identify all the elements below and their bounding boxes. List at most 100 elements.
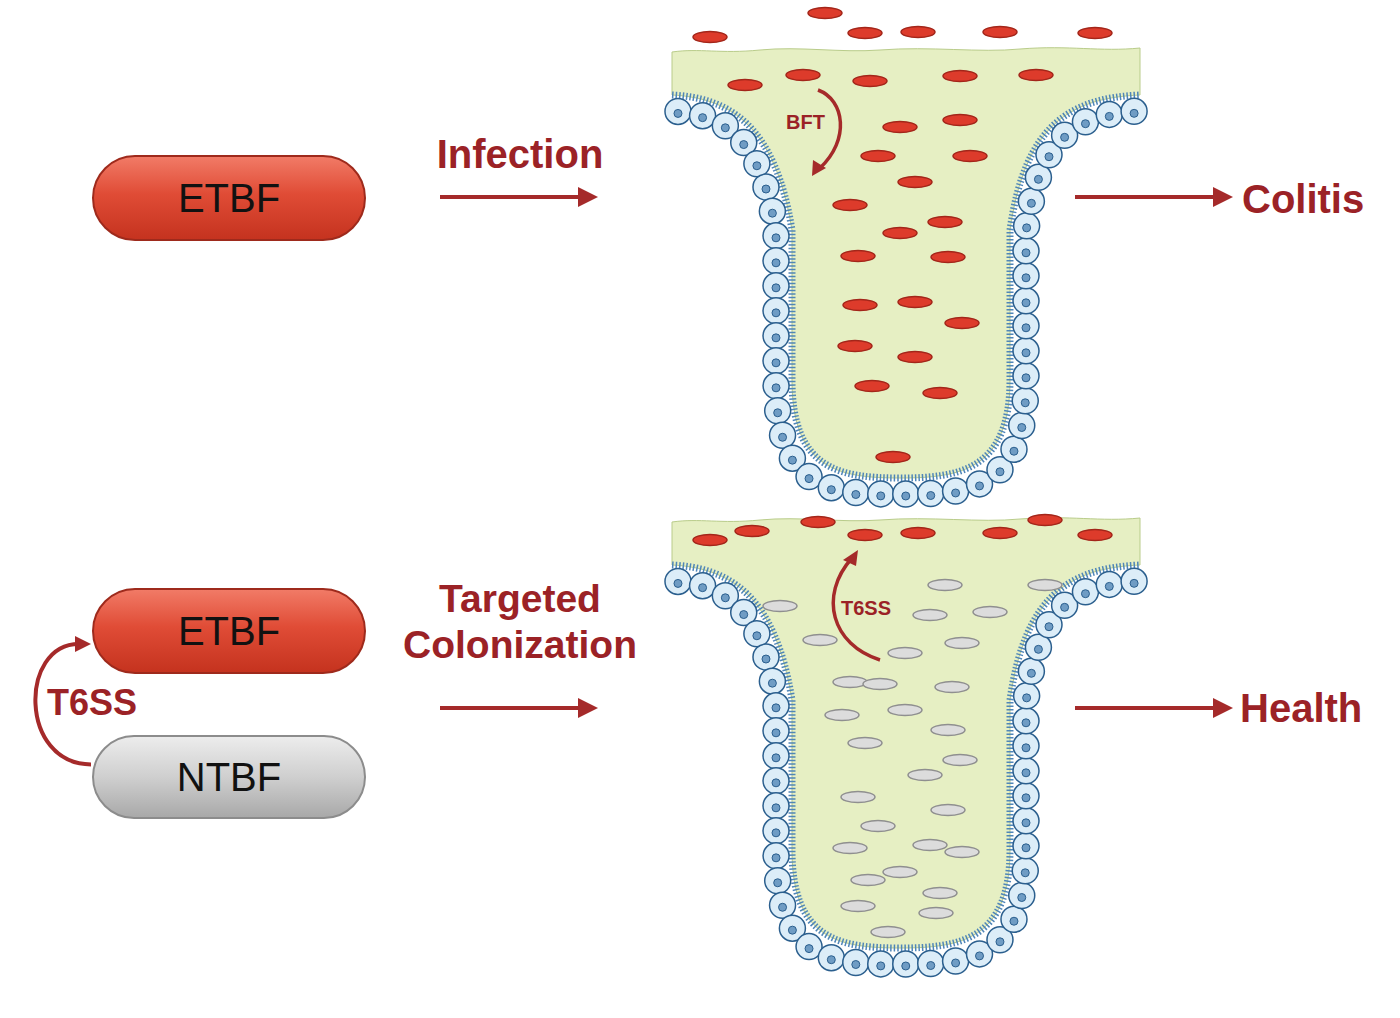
cell <box>759 668 785 694</box>
nucleus <box>1021 399 1029 407</box>
cell <box>943 478 969 504</box>
crypt-bottom <box>665 518 1147 977</box>
cell-path <box>672 581 1140 964</box>
cell <box>763 248 789 274</box>
cell <box>763 693 789 719</box>
nucleus <box>1022 719 1030 727</box>
cell <box>763 223 789 249</box>
nucleus <box>772 829 780 837</box>
arrow-line <box>440 706 582 710</box>
bacterium <box>786 70 820 81</box>
cell <box>1013 733 1039 759</box>
nucleus <box>1022 249 1030 257</box>
cell <box>1012 388 1038 414</box>
bacteria <box>693 8 1112 463</box>
cell <box>763 298 789 324</box>
nucleus <box>772 804 780 812</box>
nucleus <box>768 209 776 217</box>
nucleus <box>740 141 748 149</box>
nucleus <box>753 632 761 640</box>
bacterium <box>838 341 872 352</box>
nucleus <box>772 359 780 367</box>
cell <box>843 950 869 976</box>
cell <box>893 951 919 977</box>
cell <box>1121 98 1147 124</box>
nucleus <box>1022 844 1030 852</box>
text-label: Colitis <box>1242 176 1392 223</box>
cell <box>1072 579 1098 605</box>
bacterium <box>853 76 887 87</box>
cell <box>763 768 789 794</box>
bacterium <box>901 27 935 38</box>
cell <box>665 98 691 124</box>
bacterium <box>1078 28 1112 39</box>
cell <box>744 621 770 647</box>
bacterium <box>851 875 885 886</box>
bacterium <box>883 228 917 239</box>
bacterium <box>833 677 867 688</box>
cell <box>1013 338 1039 364</box>
cell <box>1013 263 1039 289</box>
bacterium <box>943 755 977 766</box>
bacterium <box>908 770 942 781</box>
crypt-top <box>665 8 1147 507</box>
arrowhead <box>578 187 598 207</box>
epithelium <box>665 98 1147 507</box>
nucleus <box>772 754 780 762</box>
nucleus <box>772 729 780 737</box>
bacterium <box>935 682 969 693</box>
arrowhead <box>843 550 858 566</box>
edge-label: T6SS <box>47 682 137 724</box>
bacterium-pill: ETBF <box>92 588 366 674</box>
cell <box>818 475 844 501</box>
cell <box>1018 188 1044 214</box>
cell <box>1013 238 1039 264</box>
bacterium <box>928 217 962 228</box>
bacterium <box>898 297 932 308</box>
cell-path <box>672 111 1140 494</box>
nucleus <box>1023 694 1031 702</box>
cell <box>843 480 869 506</box>
bacterium <box>735 526 769 537</box>
cell <box>1013 833 1039 859</box>
nucleus <box>772 779 780 787</box>
nucleus <box>1022 374 1030 382</box>
arrowhead <box>1213 698 1233 718</box>
nucleus <box>1081 590 1089 598</box>
bacterium <box>919 908 953 919</box>
cell <box>763 818 789 844</box>
bacterium <box>913 840 947 851</box>
nucleus <box>1022 819 1030 827</box>
cell <box>759 198 785 224</box>
cell <box>744 151 770 177</box>
nucleus <box>753 162 761 170</box>
cell <box>918 951 944 977</box>
nucleus <box>1130 579 1138 587</box>
nucleus <box>852 961 860 969</box>
arrowhead <box>578 698 598 718</box>
nucleus <box>1045 623 1053 631</box>
bacterium <box>945 318 979 329</box>
nucleus <box>788 926 796 934</box>
nucleus <box>674 109 682 117</box>
bacterium <box>825 710 859 721</box>
nucleus <box>1022 299 1030 307</box>
bacterium <box>861 821 895 832</box>
bacterium <box>983 528 1017 539</box>
arrow-line <box>1075 195 1217 199</box>
cell <box>1013 758 1039 784</box>
node-label: ETBF <box>178 609 280 654</box>
cell <box>1013 363 1039 389</box>
bacterium <box>923 888 957 899</box>
nucleus <box>1130 109 1138 117</box>
nucleus <box>1022 794 1030 802</box>
nucleus <box>772 334 780 342</box>
nucleus <box>927 492 935 500</box>
nucleus <box>827 486 835 494</box>
bacterium <box>931 725 965 736</box>
cell <box>770 892 796 918</box>
nucleus <box>902 962 910 970</box>
cell <box>1014 683 1040 709</box>
cell <box>763 373 789 399</box>
